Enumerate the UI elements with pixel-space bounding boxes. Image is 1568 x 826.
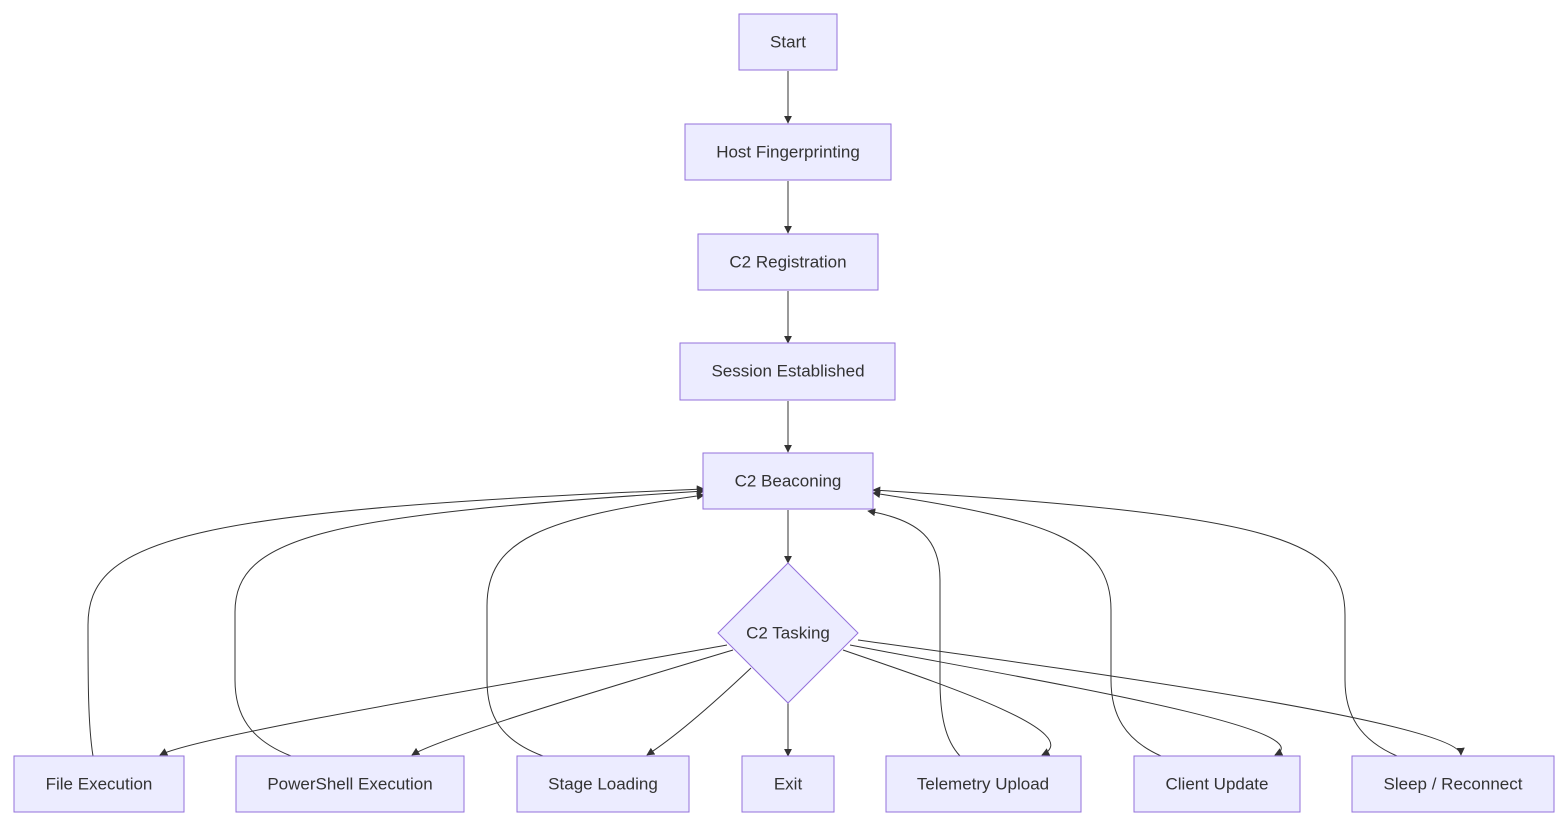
node-session-established-label: Session Established xyxy=(711,362,864,381)
node-start-label: Start xyxy=(770,33,806,52)
node-host-fingerprinting-label: Host Fingerprinting xyxy=(716,143,860,162)
node-host-fingerprinting[interactable]: Host Fingerprinting xyxy=(684,123,892,181)
edge-c2-tasking-to-powershell-execution xyxy=(411,649,734,756)
node-sleep-reconnect-label: Sleep / Reconnect xyxy=(1384,775,1523,794)
node-c2-tasking-label: C2 Tasking xyxy=(746,624,830,643)
node-client-update-label: Client Update xyxy=(1165,775,1268,794)
edge-sleep-reconnect-to-c2-beaconing xyxy=(872,486,1398,757)
edge-telemetry-upload-to-c2-beaconing xyxy=(867,508,961,757)
edge-c2-tasking-to-stage-loading xyxy=(646,667,752,756)
node-c2-registration-label: C2 Registration xyxy=(729,253,846,272)
node-file-execution[interactable]: File Execution xyxy=(13,755,185,813)
node-session-established[interactable]: Session Established xyxy=(679,342,896,401)
node-telemetry-upload-label: Telemetry Upload xyxy=(917,775,1049,794)
edge-powershell-execution-to-c2-beaconing xyxy=(234,487,705,757)
node-start[interactable]: Start xyxy=(738,13,838,71)
node-stage-loading[interactable]: Stage Loading xyxy=(516,755,690,813)
node-telemetry-upload[interactable]: Telemetry Upload xyxy=(885,755,1082,813)
edge-client-update-to-c2-beaconing xyxy=(872,490,1162,757)
node-powershell-execution[interactable]: PowerShell Execution xyxy=(235,755,465,813)
node-powershell-execution-label: PowerShell Execution xyxy=(267,775,432,794)
node-stage-loading-label: Stage Loading xyxy=(548,775,658,794)
edge-c2-tasking-to-client-update xyxy=(849,644,1284,756)
edge-c2-tasking-to-sleep-reconnect xyxy=(857,639,1465,756)
nodes-layer: Start Host Fingerprinting C2 Registratio… xyxy=(13,13,1555,813)
node-exit[interactable]: Exit xyxy=(741,755,835,813)
edge-c2-tasking-to-file-execution xyxy=(159,644,728,756)
edges-layer xyxy=(87,71,1465,757)
edge-file-execution-to-c2-beaconing xyxy=(87,485,705,757)
node-sleep-reconnect[interactable]: Sleep / Reconnect xyxy=(1351,755,1555,813)
node-c2-registration[interactable]: C2 Registration xyxy=(697,233,879,291)
node-c2-beaconing[interactable]: C2 Beaconing xyxy=(702,452,874,510)
edge-stage-loading-to-c2-beaconing xyxy=(486,492,705,757)
edge-c2-tasking-to-telemetry-upload xyxy=(842,649,1052,756)
node-c2-beaconing-label: C2 Beaconing xyxy=(735,472,842,491)
node-client-update[interactable]: Client Update xyxy=(1133,755,1301,813)
node-c2-tasking[interactable]: C2 Tasking xyxy=(717,562,859,704)
node-exit-label: Exit xyxy=(774,775,803,794)
node-file-execution-label: File Execution xyxy=(46,775,153,794)
